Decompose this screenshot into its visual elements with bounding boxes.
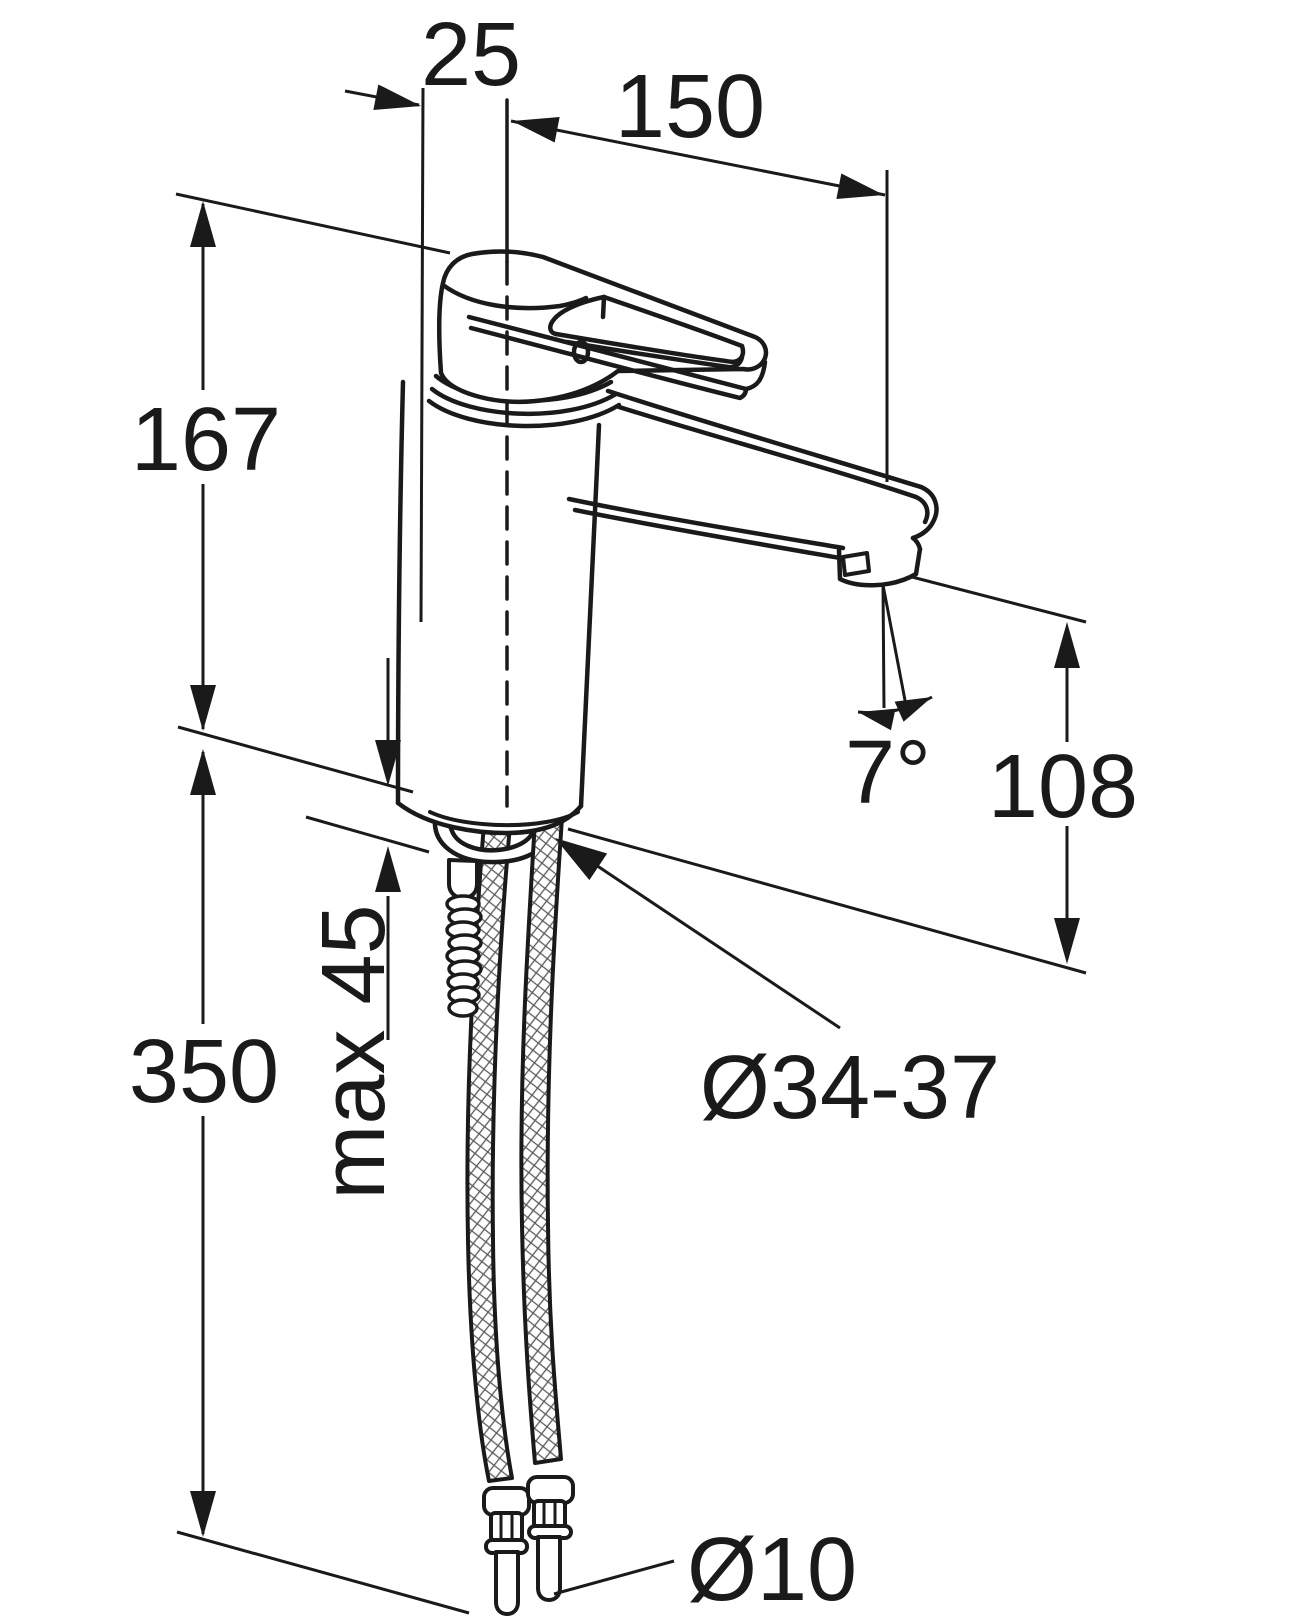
mounting-stud — [445, 858, 483, 1018]
front-supply-hose — [519, 816, 575, 1602]
spout — [566, 388, 939, 561]
arrowhead — [190, 201, 216, 247]
rear-supply-hose — [465, 822, 531, 1616]
dimension-108: 108 — [988, 622, 1138, 964]
arrowhead — [1054, 918, 1080, 964]
dim-label-150: 150 — [615, 57, 765, 157]
arrowhead — [836, 173, 884, 199]
arrowhead — [375, 740, 401, 786]
arrowhead — [190, 1491, 216, 1537]
front-hose-tube-end — [536, 1535, 562, 1602]
dim-label-o34-37: Ø34-37 — [700, 1038, 1000, 1138]
rear-hose-nut — [482, 1486, 531, 1517]
faucet-body — [395, 379, 602, 836]
dimension-max45: max 45 — [304, 658, 404, 1200]
arrowhead — [190, 685, 216, 731]
arrowhead — [373, 84, 421, 110]
dim-label-max45: max 45 — [304, 904, 404, 1199]
dimension-350: 350 — [126, 749, 284, 1537]
label-hole-diameter: Ø34-37 — [555, 838, 1000, 1138]
dimension-150: 150 — [510, 57, 886, 199]
lever-opening — [547, 294, 746, 370]
dim-label-o10: Ø10 — [687, 1520, 857, 1620]
lever-bar-edge-2 — [468, 325, 749, 401]
handle-lever — [437, 249, 769, 404]
faucet-drawing — [395, 98, 939, 1616]
dimension-167: 167 — [130, 201, 282, 731]
label-mask — [126, 1028, 284, 1114]
arrowhead — [190, 749, 216, 795]
dimension-25: 25 — [344, 5, 521, 110]
label-hose-end-diameter: Ø10 — [553, 1520, 857, 1620]
arrowhead — [555, 838, 608, 881]
arrowhead — [1054, 622, 1080, 668]
aerator-outlet — [836, 546, 923, 588]
arrowhead — [858, 708, 896, 731]
cap-screw-dot — [571, 339, 591, 365]
label-mask — [993, 742, 1137, 826]
dim-label-350: 350 — [129, 1022, 279, 1122]
threaded-rod-coil — [445, 894, 483, 1018]
extension-lines — [175, 87, 1087, 1615]
dim-label-167: 167 — [131, 390, 281, 490]
arrowhead — [375, 846, 401, 892]
dim-label-25: 25 — [421, 5, 521, 105]
lever-bar-edge-1 — [466, 314, 768, 392]
dim-label-7deg: 7° — [845, 723, 931, 823]
cap-rim — [440, 282, 589, 311]
arrowhead — [512, 117, 560, 143]
label-mask — [130, 394, 282, 482]
dimension-7deg: 7° — [845, 584, 933, 823]
arrowhead — [894, 697, 932, 722]
rear-hose-tube-end — [494, 1550, 520, 1616]
aerator-notch — [841, 551, 871, 577]
dim-label-108: 108 — [988, 737, 1138, 837]
